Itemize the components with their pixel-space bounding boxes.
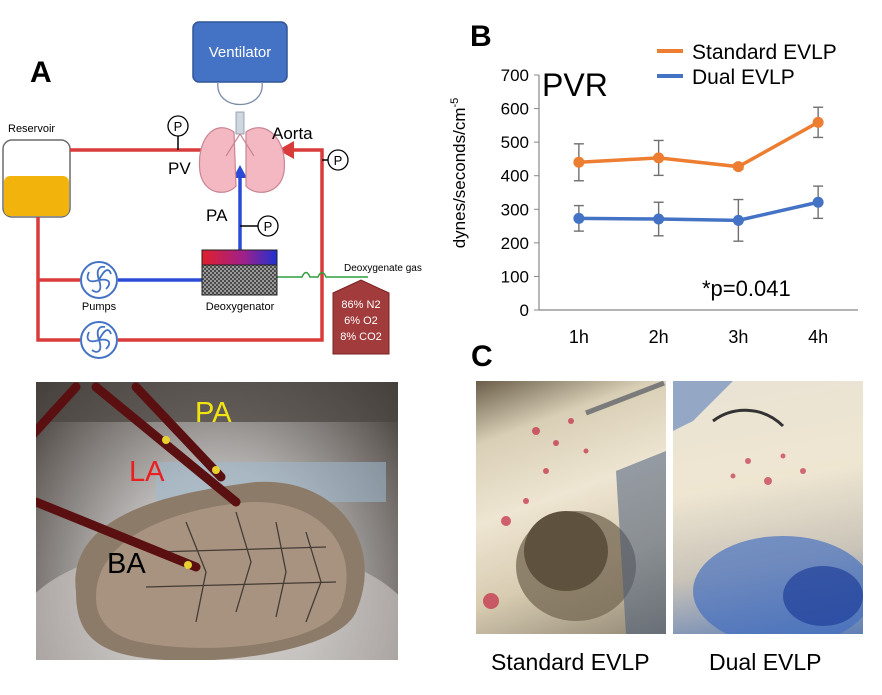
y-tick-label: 200 xyxy=(501,234,529,253)
aorta-label: Aorta xyxy=(272,124,313,143)
dual-evlp-photo xyxy=(673,381,863,634)
y-tick-label: 100 xyxy=(501,267,529,286)
gas-mix-box xyxy=(332,279,390,355)
data-point-standard xyxy=(732,161,744,173)
pressure-gauge-pa: P xyxy=(240,215,279,237)
y-tick-label: 700 xyxy=(501,66,529,85)
panel-label-c: C xyxy=(471,340,493,373)
pvr-line-chart: 0 100 200 300 400 500 600 700 1h 2h 3h 4h PVR *p=0.… xyxy=(449,41,858,347)
chart-title: PVR xyxy=(542,67,608,103)
deoxygenator-label: Deoxygenator xyxy=(206,301,275,313)
data-point-dual xyxy=(573,212,585,224)
svg-text:P: P xyxy=(174,119,183,134)
lung-photo-illustration xyxy=(36,382,398,660)
reservoir-fluid xyxy=(4,176,69,216)
y-tick-label: 300 xyxy=(501,200,529,219)
y-tick-label: 0 xyxy=(520,301,529,320)
legend-label-standard: Standard EVLP xyxy=(692,41,837,64)
deoxygenator-top xyxy=(201,249,278,266)
deoxygenator-body xyxy=(201,264,278,296)
panel-label-b: B xyxy=(470,20,492,53)
chart-legend: Standard EVLP Dual EVLP xyxy=(657,41,837,89)
gas-line xyxy=(277,271,368,278)
pump-icon xyxy=(80,321,118,359)
pressure-gauge-aorta: P xyxy=(322,149,349,171)
gas-o2: 6% O2 xyxy=(344,315,378,327)
photo-label-pa: PA xyxy=(195,397,232,429)
data-point-standard xyxy=(812,116,824,128)
ventilator-box xyxy=(192,21,288,83)
x-tick-label: 3h xyxy=(728,327,748,347)
photo-label-ba: BA xyxy=(107,548,146,580)
caption-standard-evlp: Standard EVLP xyxy=(491,649,650,675)
standard-evlp-photo xyxy=(476,381,666,634)
caption-dual-evlp: Dual EVLP xyxy=(709,649,822,675)
reservoir-label: Reservoir xyxy=(8,123,55,135)
data-point-dual xyxy=(812,196,824,208)
lung-perfusion-photo: PA LA BA xyxy=(36,382,398,660)
gas-co2: 8% CO2 xyxy=(340,331,382,343)
y-tick-label: 600 xyxy=(501,100,529,119)
y-tick-label: 400 xyxy=(501,167,529,186)
lungs-icon xyxy=(198,111,286,193)
standard-evlp-illustration xyxy=(483,381,666,634)
svg-text:P: P xyxy=(334,153,343,168)
pa-arrowhead xyxy=(233,165,247,178)
evlp-circuit-diagram: Ventilator Reservoir Deoxygenate gas 86%… xyxy=(2,21,422,359)
panel-label-a: A xyxy=(30,56,52,89)
y-tick-label: 500 xyxy=(501,133,529,152)
data-point-standard xyxy=(653,152,665,164)
svg-text:P: P xyxy=(264,219,273,234)
x-tick-label: 1h xyxy=(569,327,589,347)
data-point-standard xyxy=(573,156,585,168)
gas-n2: 86% N2 xyxy=(341,299,380,311)
x-tick-label: 4h xyxy=(808,327,828,347)
ventilator-tube xyxy=(217,81,263,105)
data-point-dual xyxy=(653,213,665,225)
y-axis-label: dynes/seconds/cm-5 xyxy=(449,98,469,249)
chart-series-layer xyxy=(573,106,824,242)
pump-icon xyxy=(80,261,118,299)
data-point-dual xyxy=(732,214,744,226)
legend-label-dual: Dual EVLP xyxy=(692,66,795,89)
ventilator-label: Ventilator xyxy=(209,44,272,61)
chart-annotation: *p=0.041 xyxy=(702,276,791,301)
pv-label: PV xyxy=(168,159,191,178)
deoxygenate-gas-label: Deoxygenate gas xyxy=(344,263,422,274)
series-line-standard xyxy=(578,120,819,169)
aorta-arrowhead xyxy=(278,141,294,159)
photo-label-la: LA xyxy=(129,456,165,488)
x-tick-label: 2h xyxy=(649,327,669,347)
pressure-gauge-pv: P xyxy=(167,115,189,150)
pa-label: PA xyxy=(206,206,228,225)
pumps-label: Pumps xyxy=(82,301,117,313)
circuit-lines xyxy=(36,148,324,342)
series-line-dual xyxy=(578,200,819,223)
chart-axes: 0 100 200 300 400 500 600 700 1h 2h 3h 4h xyxy=(501,66,858,347)
dual-evlp-illustration xyxy=(673,381,863,634)
